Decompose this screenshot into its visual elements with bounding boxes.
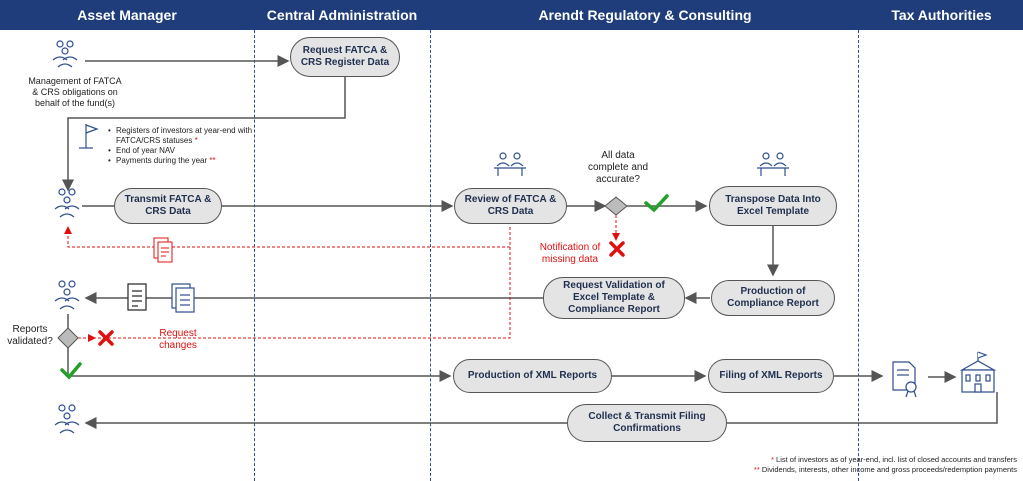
lane-divider xyxy=(254,30,255,481)
check-icon xyxy=(644,194,669,213)
notification-label: Notification of missing data xyxy=(539,242,601,265)
lane-divider xyxy=(430,30,431,481)
cross-icon xyxy=(98,330,114,346)
prereq-item: • End of year NAV xyxy=(108,146,175,155)
footnotes: * List of investors as of year-end, incl… xyxy=(754,455,1017,475)
decision-diamond xyxy=(57,327,79,349)
all-data-question: All data complete and accurate? xyxy=(587,150,649,185)
reports-validated-question: Reports validated? xyxy=(7,324,53,347)
box-review-data: Review of FATCA & CRS Data xyxy=(454,188,567,224)
box-production-xml: Production of XML Reports xyxy=(453,359,612,393)
decision-diamond xyxy=(604,196,628,216)
lane-header-tax-authorities: Tax Authorities xyxy=(860,0,1023,30)
lane-header-arendt: Arendt Regulatory & Consulting xyxy=(430,0,860,30)
certificate-icon xyxy=(892,361,917,398)
government-building-icon xyxy=(959,351,997,393)
people-icon xyxy=(54,280,80,310)
box-collect-transmit: Collect & Transmit Filing Confirmations xyxy=(567,404,727,442)
document-icon xyxy=(171,283,195,313)
lane-divider xyxy=(858,30,859,481)
flag-icon xyxy=(79,124,99,149)
footnote: * List of investors as of year-end, incl… xyxy=(771,455,1017,464)
document-icon xyxy=(153,237,173,263)
check-icon xyxy=(60,362,82,380)
footnote: ** Dividends, interests, other income an… xyxy=(753,465,1017,474)
document-icon xyxy=(127,283,147,311)
box-request-register-data: Request FATCA & CRS Register Data xyxy=(290,37,400,77)
prereq-item: • Registers of investors at year-end wit… xyxy=(108,126,253,145)
box-transpose-data: Transpose Data Into Excel Template xyxy=(709,186,837,226)
box-filing-xml: Filing of XML Reports xyxy=(708,359,834,393)
lane-header-asset-manager: Asset Manager xyxy=(0,0,254,30)
box-request-validation: Request Validation of Excel Template & C… xyxy=(543,277,685,319)
management-label: Management of FATCA & CRS obligations on… xyxy=(28,76,122,108)
lane-header-central-administration: Central Administration xyxy=(254,0,430,30)
request-changes-label: Request changes xyxy=(159,328,197,351)
people-icon xyxy=(54,404,80,434)
box-transmit-data: Transmit FATCA & CRS Data xyxy=(114,188,222,224)
cross-icon xyxy=(609,241,625,257)
people-icon xyxy=(494,152,526,176)
box-production-compliance: Production of Compliance Report xyxy=(711,280,835,316)
prerequisites-list: • Registers of investors at year-end wit… xyxy=(108,126,256,166)
prereq-item: • Payments during the year ** xyxy=(108,156,216,165)
people-icon xyxy=(54,188,80,218)
people-icon xyxy=(757,152,789,176)
people-icon xyxy=(52,40,78,68)
